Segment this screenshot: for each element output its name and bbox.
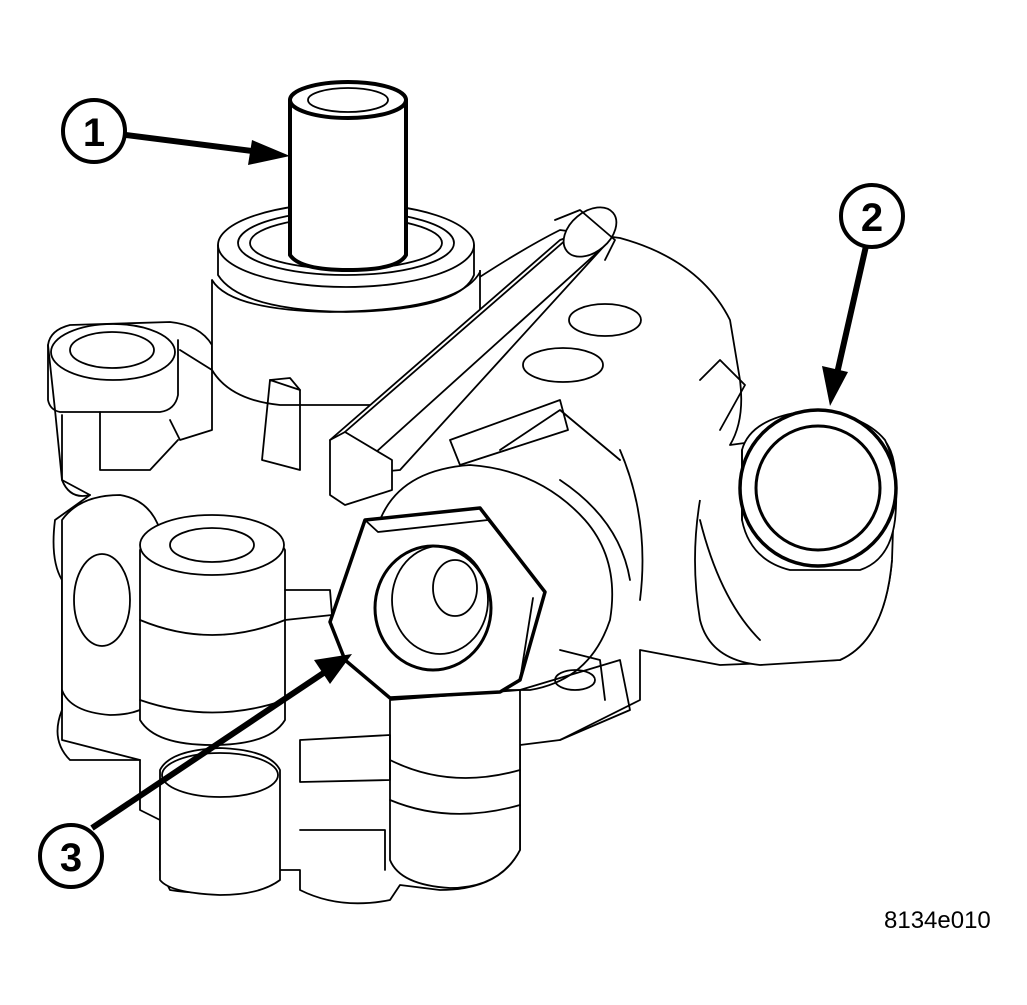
leader-line-3 xyxy=(90,669,327,831)
callout-label-1: 1 xyxy=(83,111,105,155)
arrowhead-3 xyxy=(314,654,352,684)
leader-line-2 xyxy=(833,245,869,379)
callout-leaders xyxy=(90,132,869,831)
arrowhead-1 xyxy=(248,140,290,165)
callout-label-2: 2 xyxy=(861,196,883,240)
callout-label-3: 3 xyxy=(60,836,82,880)
pump-body-illustration xyxy=(47,80,898,905)
callout-2: 2 xyxy=(839,183,905,249)
arrowhead-2 xyxy=(822,366,848,406)
figure-id-label: 8134e010 xyxy=(884,907,991,934)
leader-line-1 xyxy=(125,132,261,155)
callout-1: 1 xyxy=(61,98,127,164)
callout-3: 3 xyxy=(38,823,104,889)
